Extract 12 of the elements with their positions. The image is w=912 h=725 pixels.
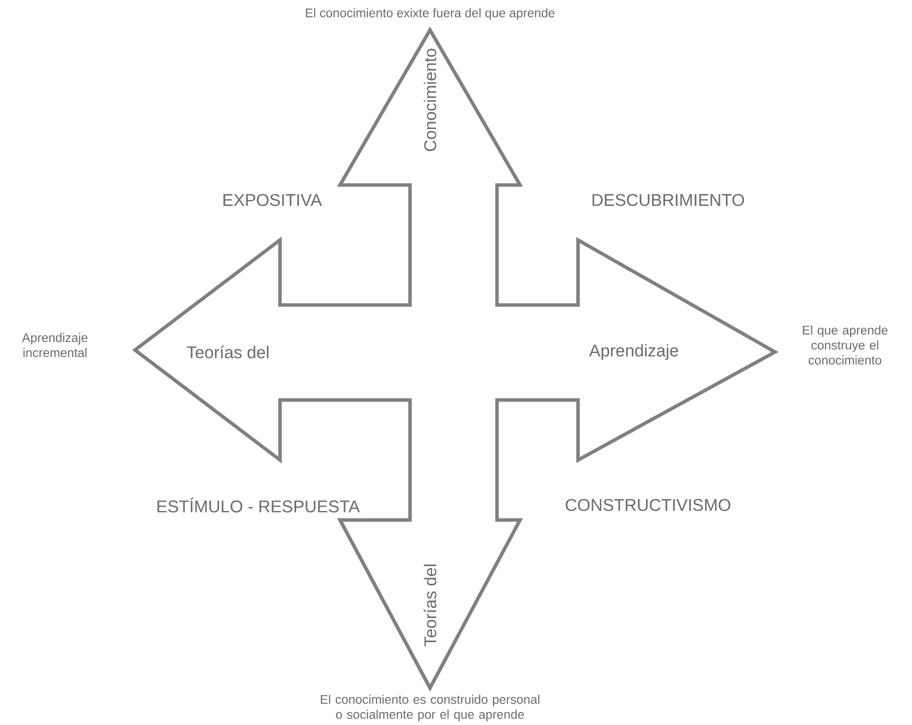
arrow-label: Aprendizaje [589, 344, 678, 360]
arrow-label: Teorías del [186, 346, 268, 358]
arrow-label: Teorías del [424, 564, 436, 646]
corner-label: ESTÍMULO - RESPUESTA [158, 498, 360, 512]
corner-label: DESCUBRIMIENTO [592, 194, 744, 206]
annotation-text: El conocimiento es construido personal o socialmente por el que aprende [320, 694, 540, 722]
corner-label: CONSTRUCTIVISMO [566, 498, 730, 512]
arrow-label: Conocimiento [424, 48, 436, 152]
annotation-text: El conocimiento exixte fuera del que aprende [306, 8, 554, 20]
annotation-text: El que aprende construye el conocimiento [802, 325, 888, 365]
annotation-text: Aprendizaje incremental [22, 332, 88, 358]
corner-label: EXPOSITIVA [223, 194, 322, 206]
